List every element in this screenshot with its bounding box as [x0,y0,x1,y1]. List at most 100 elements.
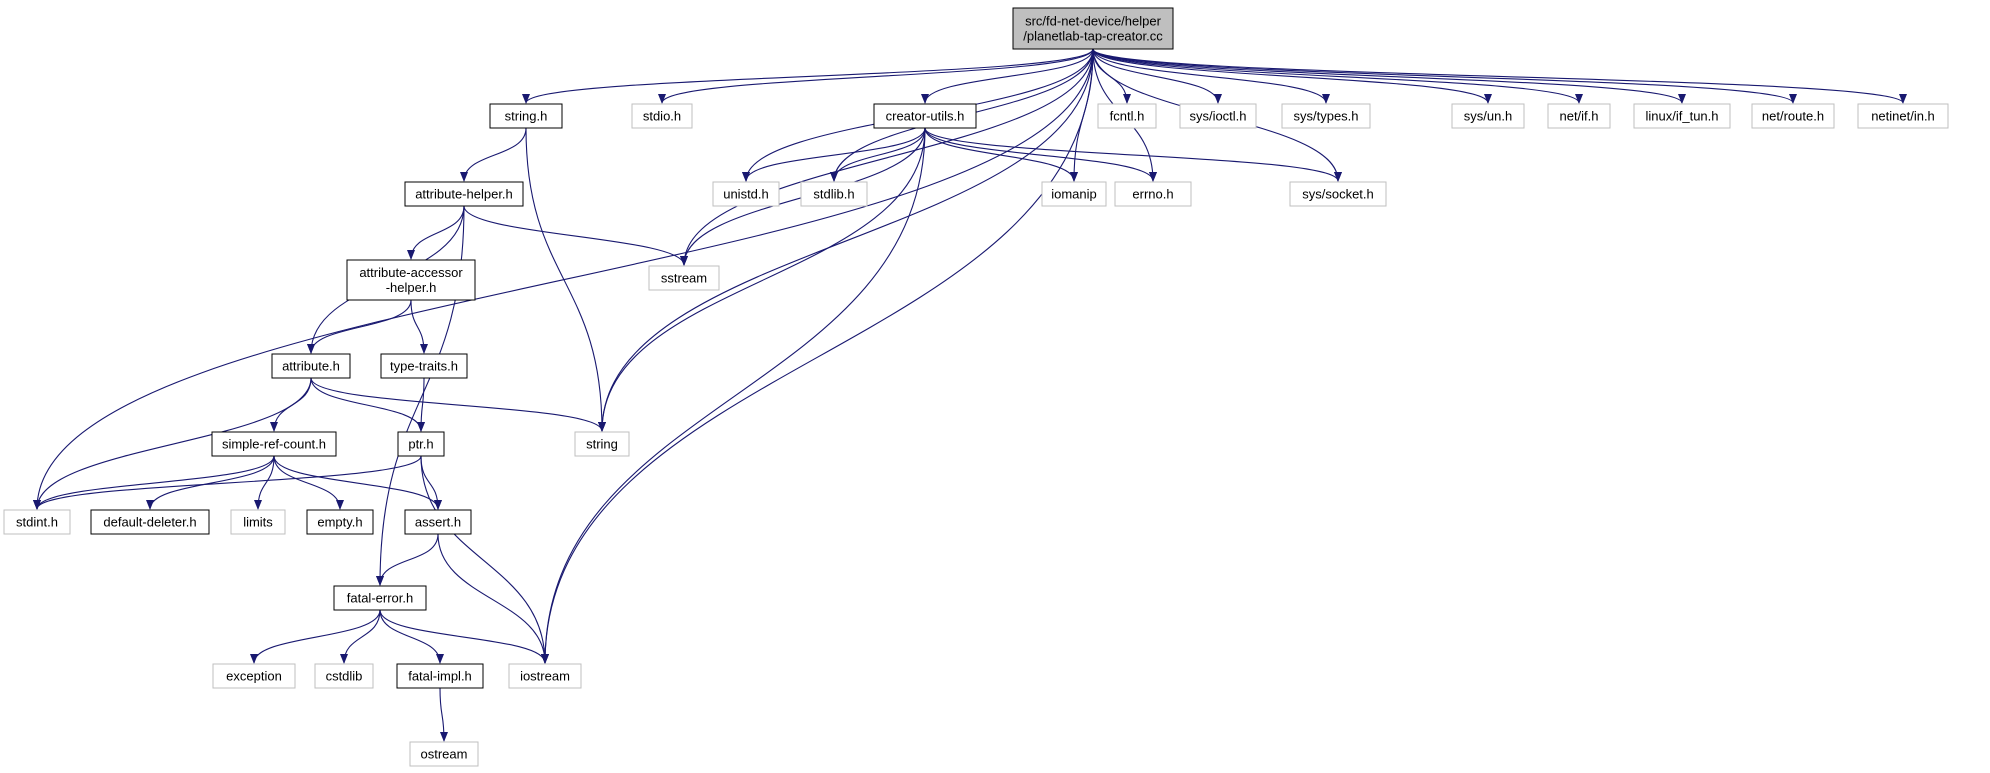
node-label: fatal-error.h [347,591,413,606]
node-box [271,353,351,379]
node-label: stdlib.h [813,187,854,202]
node-root[interactable]: src/fd-net-device/helper/planetlab-tap-c… [1012,7,1174,50]
node-label: /planetlab-tap-creator.cc [1023,29,1163,44]
node-errno-h: errno.h [1114,181,1192,207]
node-netinet-in-h: netinet/in.h [1857,103,1949,129]
node-assert-h[interactable]: assert.h [404,509,472,535]
node-label: limits [243,515,273,530]
node-box [489,103,563,129]
node-box [1097,103,1157,129]
node-default-deleter-h[interactable]: default-deleter.h [90,509,210,535]
edge-root-to-iostream [541,48,1094,664]
edge-creator-utils-h-to-iostream [541,127,926,664]
edge-attribute-helper-h-to-sstream [463,205,688,266]
node-sys-types-h: sys/types.h [1281,103,1371,129]
node-attribute-h[interactable]: attribute.h [271,353,351,379]
node-label: string.h [505,109,548,124]
node-fcntl-h: fcntl.h [1097,103,1157,129]
edge-creator-utils-h-to-unistd-h [742,127,926,182]
edge-root-to-stdio-h [658,48,1094,104]
edge-string-h-to-attribute-helper-h [460,127,527,182]
node-label: empty.h [317,515,362,530]
node-cstdlib: cstdlib [314,663,374,689]
node-box [1633,103,1731,129]
node-box [1289,181,1387,207]
node-label: stdio.h [643,109,681,124]
node-label: src/fd-net-device/helper [1025,14,1162,29]
node-box [712,181,780,207]
node-sys-un-h: sys/un.h [1451,103,1525,129]
edge-string-h-to-string [525,127,606,432]
node-fatal-error-h[interactable]: fatal-error.h [333,585,427,611]
node-label: iomanip [1051,187,1097,202]
node-empty-h[interactable]: empty.h [306,509,374,535]
edge-simple-ref-count-h-to-empty-h [273,455,344,510]
node-box [211,431,337,457]
node-box [346,259,476,301]
node-label: net/if.h [1559,109,1598,124]
node-box [230,509,286,535]
edge-attribute-h-to-string [310,377,606,432]
node-label: sys/ioctl.h [1189,109,1246,124]
node-attribute-helper-h[interactable]: attribute-helper.h [404,181,524,207]
edge-assert-h-to-fatal-error-h [376,533,439,586]
node-box [508,663,582,689]
edge-simple-ref-count-h-to-assert-h [273,455,442,510]
node-label: default-deleter.h [103,515,196,530]
node-label: fcntl.h [1110,109,1145,124]
node-label: fatal-impl.h [408,669,472,684]
edge-simple-ref-count-h-to-limits [254,455,275,510]
edge-simple-ref-count-h-to-default-deleter-h [146,455,275,510]
edge-root-to-sys-types-h [1092,48,1330,104]
node-box [404,181,524,207]
edge-fatal-impl-h-to-ostream [439,687,448,742]
node-ptr-h[interactable]: ptr.h [397,431,445,457]
node-attribute-accessor-helper-h[interactable]: attribute-accessor-helper.h [346,259,476,301]
node-creator-utils-h[interactable]: creator-utils.h [873,103,977,129]
edge-creator-utils-h-to-iomanip [924,127,1078,182]
node-type-traits-h[interactable]: type-traits.h [380,353,468,379]
node-unistd-h: unistd.h [712,181,780,207]
node-box [1751,103,1835,129]
edge-root-to-string-h [522,48,1094,104]
node-limits: limits [230,509,286,535]
node-iomanip: iomanip [1041,181,1107,207]
edge-root-to-net-route-h [1092,48,1797,104]
edge-creator-utils-h-to-errno-h [924,127,1157,182]
node-box [1012,7,1174,50]
node-box [90,509,210,535]
node-label: sys/un.h [1464,109,1512,124]
node-box [1179,103,1257,129]
node-box [1857,103,1949,129]
node-fatal-impl-h[interactable]: fatal-impl.h [396,663,484,689]
node-label: sstream [661,271,707,286]
node-label: assert.h [415,515,461,530]
edge-creator-utils-h-to-string [598,127,926,432]
node-box [3,509,71,535]
node-label: iostream [520,669,570,684]
node-string-h[interactable]: string.h [489,103,563,129]
node-label: simple-ref-count.h [222,437,326,452]
node-box [1281,103,1371,129]
edge-root-to-sys-ioctl-h [1092,48,1222,104]
node-label: attribute-helper.h [415,187,513,202]
node-label: string [586,437,618,452]
node-label: cstdlib [326,669,363,684]
edge-root-to-net-if-h [1092,48,1583,104]
node-box [631,103,693,129]
node-box [404,509,472,535]
edge-root-to-creator-utils-h [921,48,1094,104]
node-simple-ref-count-h[interactable]: simple-ref-count.h [211,431,337,457]
node-box [1547,103,1611,129]
edge-fatal-error-h-to-iostream [379,609,549,664]
edge-attribute-h-to-ptr-h [310,377,425,432]
edge-assert-h-to-iostream [437,533,549,664]
node-label: linux/if_tun.h [1646,109,1719,124]
node-label: net/route.h [1762,109,1824,124]
node-label: unistd.h [723,187,769,202]
node-stdlib-h: stdlib.h [800,181,868,207]
edge-simple-ref-count-h-to-stdint-h [33,455,275,510]
node-label: attribute.h [282,359,340,374]
edge-attribute-accessor-helper-h-to-type-traits-h [410,299,428,354]
node-box [1114,181,1192,207]
